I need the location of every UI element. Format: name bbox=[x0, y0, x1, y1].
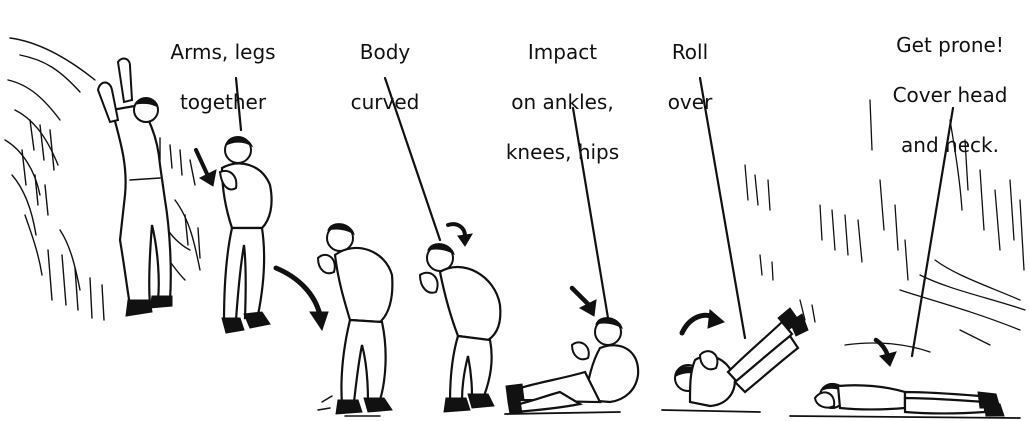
figure-landing bbox=[318, 224, 392, 416]
figure-prone bbox=[790, 383, 1020, 418]
figure-roll-over bbox=[662, 308, 808, 412]
figure-impact bbox=[505, 318, 638, 414]
arrow-curve-5-icon bbox=[682, 310, 724, 333]
pointer-roll-over bbox=[700, 78, 745, 338]
arrow-curve-2-icon bbox=[276, 268, 328, 330]
arrow-down-1-icon bbox=[196, 150, 216, 186]
pointer-body-curved bbox=[385, 78, 440, 240]
figure-arms-legs-together bbox=[220, 137, 272, 333]
figure-body-curved bbox=[420, 244, 500, 412]
pointer-arms-legs bbox=[236, 78, 241, 130]
pointer-get-prone bbox=[912, 108, 953, 356]
arrow-down-4-icon bbox=[572, 288, 596, 316]
figure-jumping bbox=[98, 59, 172, 316]
pointer-impact bbox=[573, 108, 608, 318]
arrow-curve-3-icon bbox=[448, 224, 472, 246]
